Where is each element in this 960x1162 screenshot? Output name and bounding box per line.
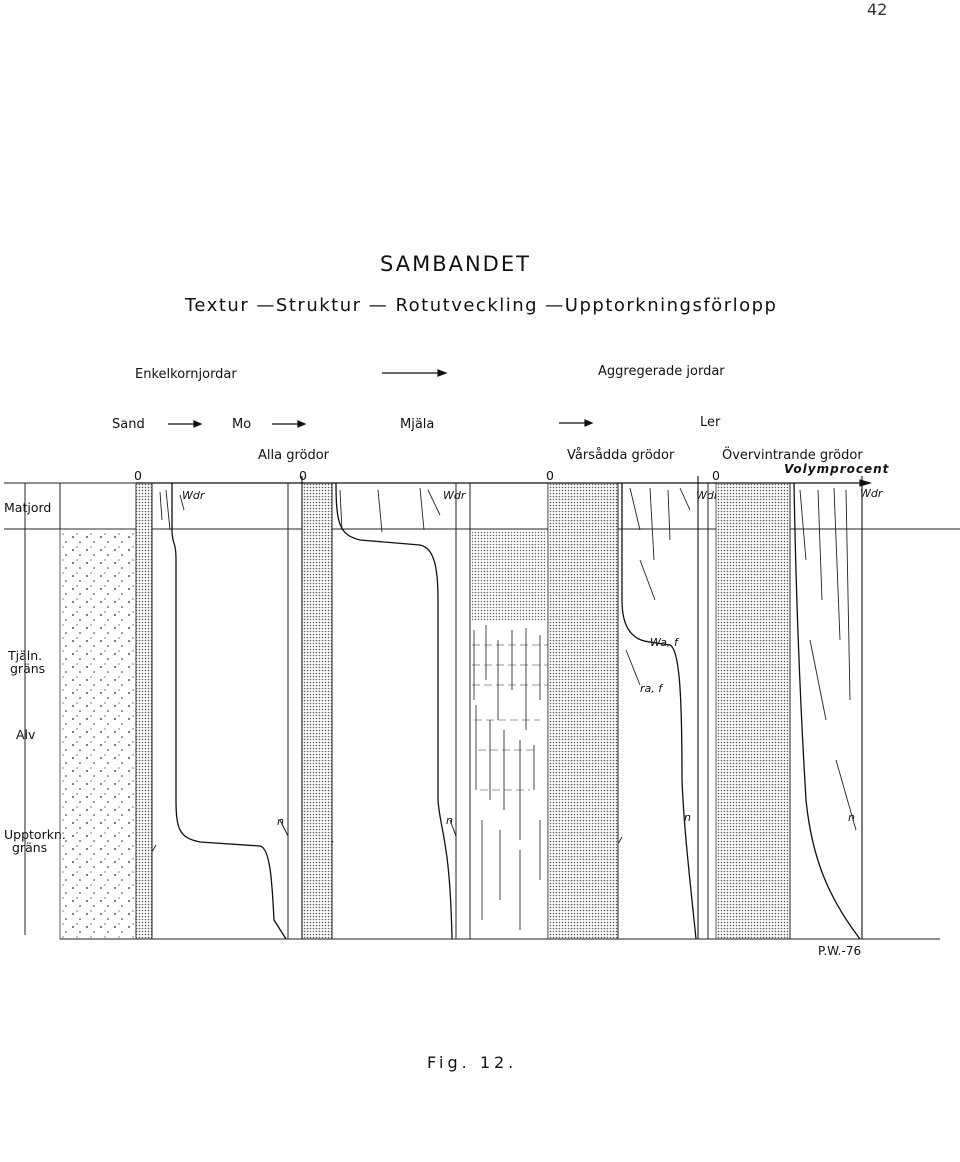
panel-winter-crops	[715, 476, 863, 940]
panel-mo	[288, 476, 457, 940]
panel-sand	[135, 482, 289, 940]
volume-axis	[136, 479, 873, 487]
depth-label-topsoil: Matjord	[4, 500, 52, 515]
depth-label-drying: Upptorkn.	[4, 827, 66, 842]
figure-title: SAMBANDET	[380, 252, 531, 276]
depth-label-subsoil: Alv	[16, 727, 36, 742]
symbol-n: n	[684, 811, 691, 824]
sand-texture-column	[59, 528, 137, 940]
figure-subtitle: Textur —Struktur — Rotutveckling —Upptor…	[185, 295, 778, 316]
zero-label: 0	[546, 468, 554, 483]
header-single-grain-soils: Enkelkornjordar	[135, 367, 237, 382]
panel-spring-crops	[547, 476, 709, 940]
soil-label-ler: Ler	[700, 415, 721, 430]
symbol-wdr: Wdr	[443, 489, 466, 502]
symbol-n: n	[848, 811, 855, 824]
soil-label-mo: Mo	[232, 417, 252, 432]
symbol-wdr: Wdr	[696, 489, 719, 502]
header-aggregated-soils: Aggregerade jordar	[598, 364, 725, 379]
signature: P.W.-76	[818, 944, 862, 958]
zero-label: 0	[299, 468, 307, 483]
depth-label-drying-2: gräns	[12, 840, 48, 855]
soil-label-mjala: Mjäla	[400, 417, 435, 432]
soil-label-sand: Sand	[112, 417, 145, 432]
header-arrows	[168, 369, 594, 428]
crop-label-spring: Vårsådda grödor	[567, 448, 675, 463]
symbol-waf: Wa, f	[650, 636, 678, 649]
symbol-raf: ra, f	[640, 682, 663, 695]
topsoil-band	[59, 482, 137, 530]
figure-caption: Fig. 12.	[427, 1053, 518, 1072]
zero-label: 0	[712, 468, 720, 483]
symbol-wdr: Wdr	[182, 489, 205, 502]
symbol-n: n	[446, 814, 453, 827]
zero-label: 0	[134, 468, 142, 483]
axis-unit-label: Volymprocent	[784, 462, 890, 476]
depth-label-frost-2: gräns	[10, 661, 46, 676]
crop-label-winter: Övervintrande grödor	[722, 448, 863, 463]
panel-mjala-structure	[469, 482, 549, 940]
symbol-wdr: Wdr	[860, 487, 883, 500]
page-number: 42	[867, 0, 888, 19]
crop-label-all: Alla grödor	[258, 448, 330, 463]
